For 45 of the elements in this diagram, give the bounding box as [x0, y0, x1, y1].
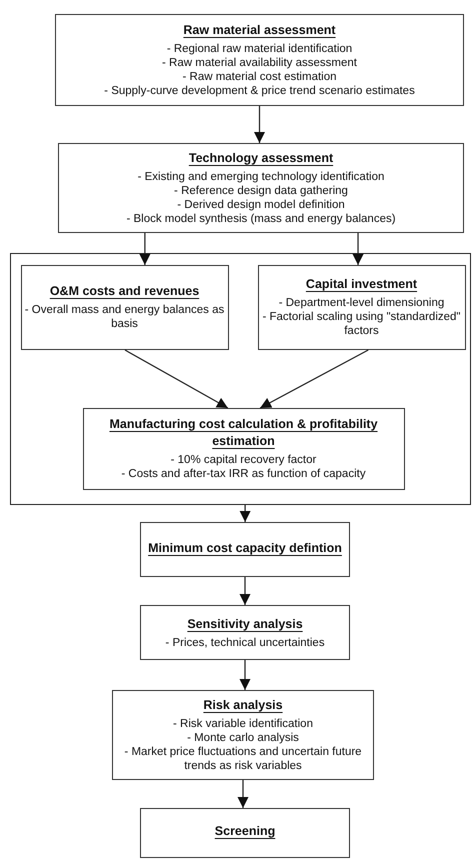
- process-box: [20, 264, 228, 350]
- process-box: [112, 690, 374, 780]
- bullet-text: - Market price fluctuations and uncertain future trends as risk variables: [123, 745, 363, 773]
- box-heading: Capital investment: [306, 276, 418, 293]
- process-box: [140, 522, 350, 577]
- bullet-text: - Existing and emerging technology identification: [138, 170, 384, 184]
- bullet-text: - Raw material availability assessment: [162, 56, 357, 70]
- bullet-text: - Overall mass and energy balances as basis: [24, 303, 224, 331]
- bullet-text: - Reference design data gathering: [174, 184, 348, 198]
- bullet-text: - Block model synthesis (mass and energy balances): [126, 212, 396, 226]
- bullet-text: - Department-level dimensioning: [278, 296, 444, 310]
- box-heading: Sensitivity analysis: [187, 616, 303, 632]
- bullet-text: - Factorial scaling using "standardized" factors: [262, 310, 462, 338]
- bullet-text: - Costs and after-tax IRR as function of capacity: [121, 467, 366, 481]
- process-box: [140, 605, 350, 660]
- arrow: [352, 233, 364, 265]
- arrow: [124, 349, 228, 409]
- container-frame: [10, 253, 471, 505]
- arrow: [254, 106, 265, 143]
- bullet-text: - Monte carlo analysis: [187, 731, 299, 745]
- process-box: [258, 264, 466, 350]
- box-heading: Manufacturing cost calculation & profitability estimation: [108, 416, 379, 450]
- box-heading: Minimum cost capacity defintion: [148, 540, 342, 556]
- bullet-text: - Risk variable identification: [173, 717, 313, 731]
- process-box: [58, 143, 464, 233]
- box-heading: Technology assessment: [188, 150, 334, 167]
- arrow: [240, 660, 250, 690]
- box-heading: Screening: [214, 823, 276, 840]
- process-box: [140, 808, 350, 858]
- box-heading: Raw material assessment: [183, 22, 336, 39]
- arrow: [240, 505, 251, 522]
- arrow: [139, 233, 150, 265]
- box-heading: Risk analysis: [203, 697, 283, 714]
- bullet-text: - Supply-curve development & price trend scenario estimates: [104, 84, 415, 98]
- bullet-text: - 10% capital recovery factor: [170, 453, 316, 467]
- bullet-text: - Prices, technical uncertainties: [165, 636, 325, 650]
- arrow: [238, 780, 248, 808]
- box-heading: O&M costs and revenues: [50, 283, 200, 300]
- process-box: [55, 14, 464, 106]
- arrow: [240, 577, 250, 605]
- process-box: [82, 408, 404, 490]
- bullet-text: - Derived design model definition: [177, 198, 345, 212]
- arrow: [260, 349, 369, 409]
- bullet-text: - Raw material cost estimation: [182, 70, 337, 84]
- bullet-text: - Regional raw material identification: [166, 42, 352, 56]
